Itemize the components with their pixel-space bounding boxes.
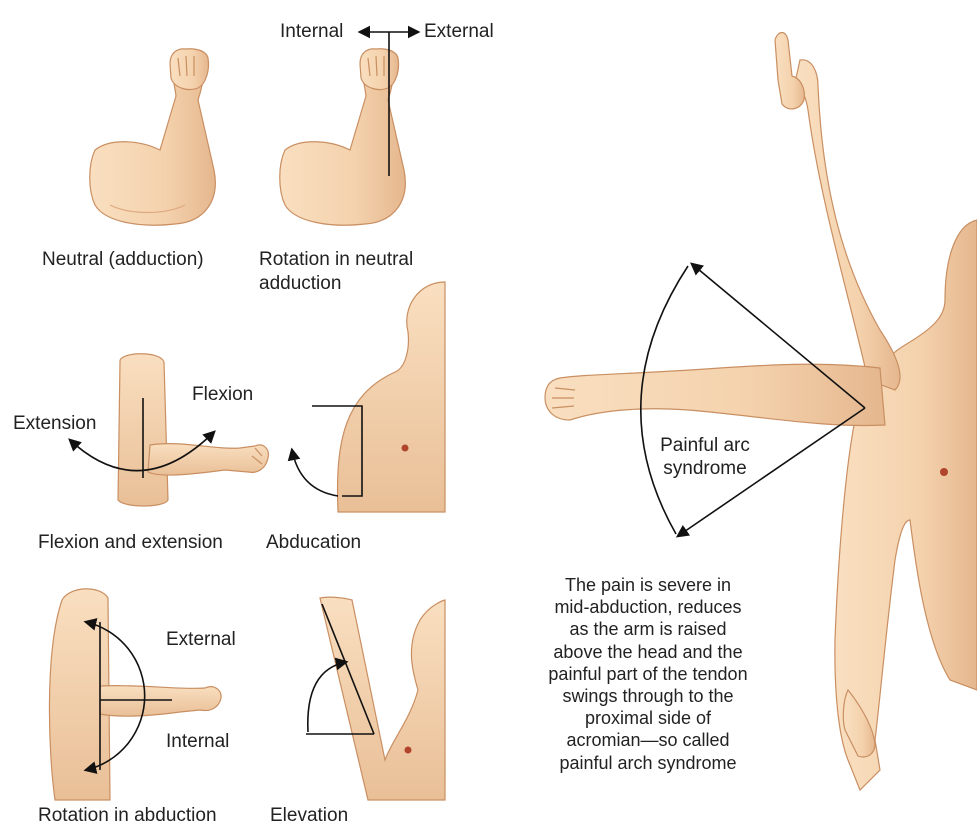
abduction-nipple [402,445,409,452]
painful-arc-nipple [940,468,948,476]
rotation-abduction-caption: Rotation in abduction [38,804,217,827]
elevation-torso-figure [320,597,445,800]
description-line: as the arm is raised [522,618,774,640]
rotation-abduction-arm-figure [49,589,221,800]
rotation-neutral-caption-line2: adduction [259,272,341,295]
painful-arc-label-line2: syndrome [650,457,760,480]
description-line: acromian—so called [522,729,774,751]
rotation-abduction-internal-label: Internal [166,730,229,753]
description-line: above the head and the [522,641,774,663]
elevation-nipple [405,747,412,754]
flexion-arm-figure [118,354,268,506]
abduction-caption: Abducation [266,531,361,554]
abduction-torso-figure [338,282,445,512]
description-line: mid-abduction, reduces [522,596,774,618]
neutral-arm-figure [90,49,216,225]
description-line: painful arch syndrome [522,752,774,774]
extension-label: Extension [13,412,96,435]
rotation-neutral-arm-figure [280,49,406,225]
description-line: swings through to the [522,685,774,707]
description-line: The pain is severe in [522,574,774,596]
painful-arc-description: The pain is severe in mid-abduction, red… [522,574,774,774]
flexion-extension-caption: Flexion and extension [38,531,223,554]
neutral-caption: Neutral (adduction) [42,248,204,271]
rotation-internal-label: Internal [280,20,343,43]
flexion-label: Flexion [192,383,253,406]
rotation-abduction-external-label: External [166,628,236,651]
description-line: proximal side of [522,707,774,729]
painful-arc-label-line1: Painful arc [650,434,760,457]
elevation-caption: Elevation [270,804,348,827]
rotation-external-label: External [424,20,494,43]
description-line: painful part of the tendon [522,663,774,685]
rotation-neutral-caption-line1: Rotation in neutral [259,248,413,271]
